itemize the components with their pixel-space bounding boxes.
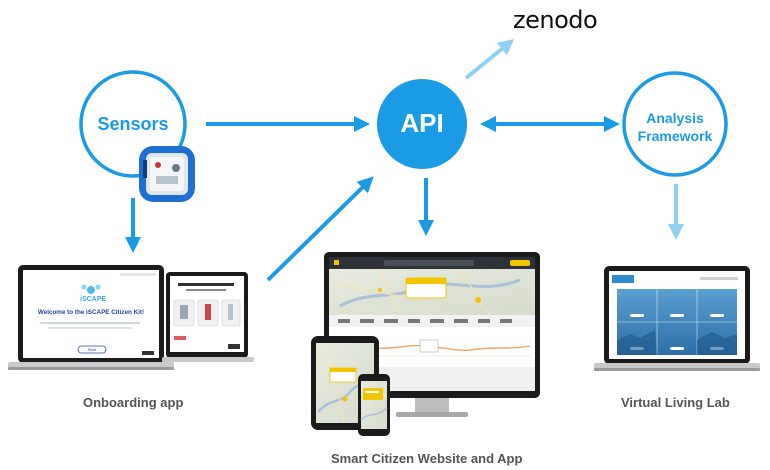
sensor-kit-device bbox=[139, 146, 195, 202]
analysis-framework-node bbox=[622, 71, 728, 177]
analysis-label-line1: Analysis bbox=[646, 110, 704, 126]
onboarding-welcome-title: Welcome to the iSCAPE Citizen Kit! bbox=[37, 309, 145, 316]
onboarding-laptop-secondary bbox=[162, 272, 254, 362]
api-node bbox=[377, 79, 467, 169]
api-label: API bbox=[400, 108, 444, 138]
caption-smart-citizen: Smart Citizen Website and App bbox=[331, 451, 523, 466]
sensors-label: Sensors bbox=[97, 114, 169, 134]
analysis-framework-label: Analysis Framework bbox=[625, 109, 725, 145]
onboarding-brand: iSCAPE bbox=[80, 296, 107, 303]
arrow-onboarding-to-api bbox=[266, 176, 374, 282]
onboarding-start-button: Start bbox=[87, 347, 97, 352]
caption-onboarding-app: Onboarding app bbox=[83, 395, 184, 410]
analysis-label-line2: Framework bbox=[637, 128, 713, 144]
smart-citizen-phone bbox=[358, 374, 390, 436]
virtual-lab-laptop bbox=[594, 266, 760, 371]
iscape-logo-icon bbox=[81, 284, 101, 294]
zenodo-logo: zenodo bbox=[513, 6, 598, 34]
onboarding-laptop bbox=[8, 265, 174, 370]
caption-virtual-living-lab: Virtual Living Lab bbox=[621, 395, 730, 410]
arrow-api-to-zenodo bbox=[464, 38, 515, 80]
